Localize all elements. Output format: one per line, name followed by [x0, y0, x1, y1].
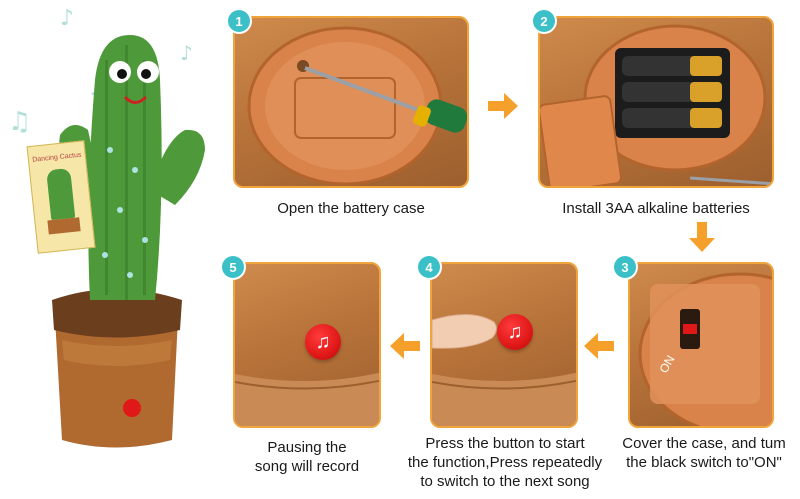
arrow-left-icon: [390, 333, 420, 359]
step-5-panel: ♫: [233, 262, 381, 428]
cactus-illustration: ♪ ♫ ♪ ♪: [8, 6, 205, 448]
screwdriver-icon: [304, 66, 467, 133]
step-2-panel: [538, 16, 774, 188]
step-3-badge: 3: [614, 256, 636, 278]
music-note-icon: ♫: [315, 330, 331, 353]
arrow-down-icon: [689, 222, 715, 252]
step-3-caption: Cover the case, and tum the black switch…: [609, 434, 799, 472]
step-1-panel: [233, 16, 469, 188]
step-2-badge: 2: [533, 10, 555, 32]
step-5-caption: Pausing the song will record: [218, 438, 396, 476]
arrow-left-icon: [584, 333, 614, 359]
step-4-badge: 4: [418, 256, 440, 278]
music-button[interactable]: ♫: [497, 314, 533, 350]
product-cactus-figure: ♪ ♫ ♪ ♪ Dancing Cactus: [0, 0, 230, 494]
music-button[interactable]: ♫: [305, 324, 341, 360]
svg-text:♪: ♪: [60, 6, 74, 31]
step-5-caption-line-1: Pausing the: [267, 439, 347, 456]
step-4-caption: Press the button to start the function,P…: [395, 434, 615, 491]
tag-label: Dancing Cactus: [31, 151, 82, 164]
pause-record-illustration: [235, 372, 379, 426]
svg-text:♫: ♫: [8, 107, 31, 137]
step-1-badge: 1: [228, 10, 250, 32]
step-3-panel: ON: [628, 262, 774, 428]
step-5-badge: 5: [222, 256, 244, 278]
step-4-panel: ♫: [430, 262, 578, 428]
svg-text:♪: ♪: [180, 41, 193, 65]
switch-illustration: ON: [638, 272, 772, 426]
battery-install-illustration: [540, 24, 772, 186]
battery-case-illustration: [247, 26, 467, 186]
step-1-caption: Open the battery case: [277, 200, 425, 217]
product-hang-tag: Dancing Cactus: [26, 140, 96, 254]
step-5-caption-line-2: song will record: [254, 458, 360, 475]
arrow-right-icon: [488, 93, 518, 119]
battery-icon: [622, 56, 722, 128]
step-3-caption-line-2: the black switch to"ON": [626, 454, 782, 471]
step-3-caption-line-1: Cover the case, and tum: [622, 435, 786, 452]
step-4-caption-line-2: the function,Press repeatedly: [407, 454, 603, 471]
step-4-caption-line-1: Press the button to start: [425, 435, 585, 452]
music-note-icon: ♫: [507, 320, 523, 343]
step-4-caption-line-3: to switch to the next song: [420, 473, 590, 490]
press-button-illustration: [432, 313, 576, 426]
step-2-caption: Install 3AA alkaline batteries: [562, 200, 750, 217]
